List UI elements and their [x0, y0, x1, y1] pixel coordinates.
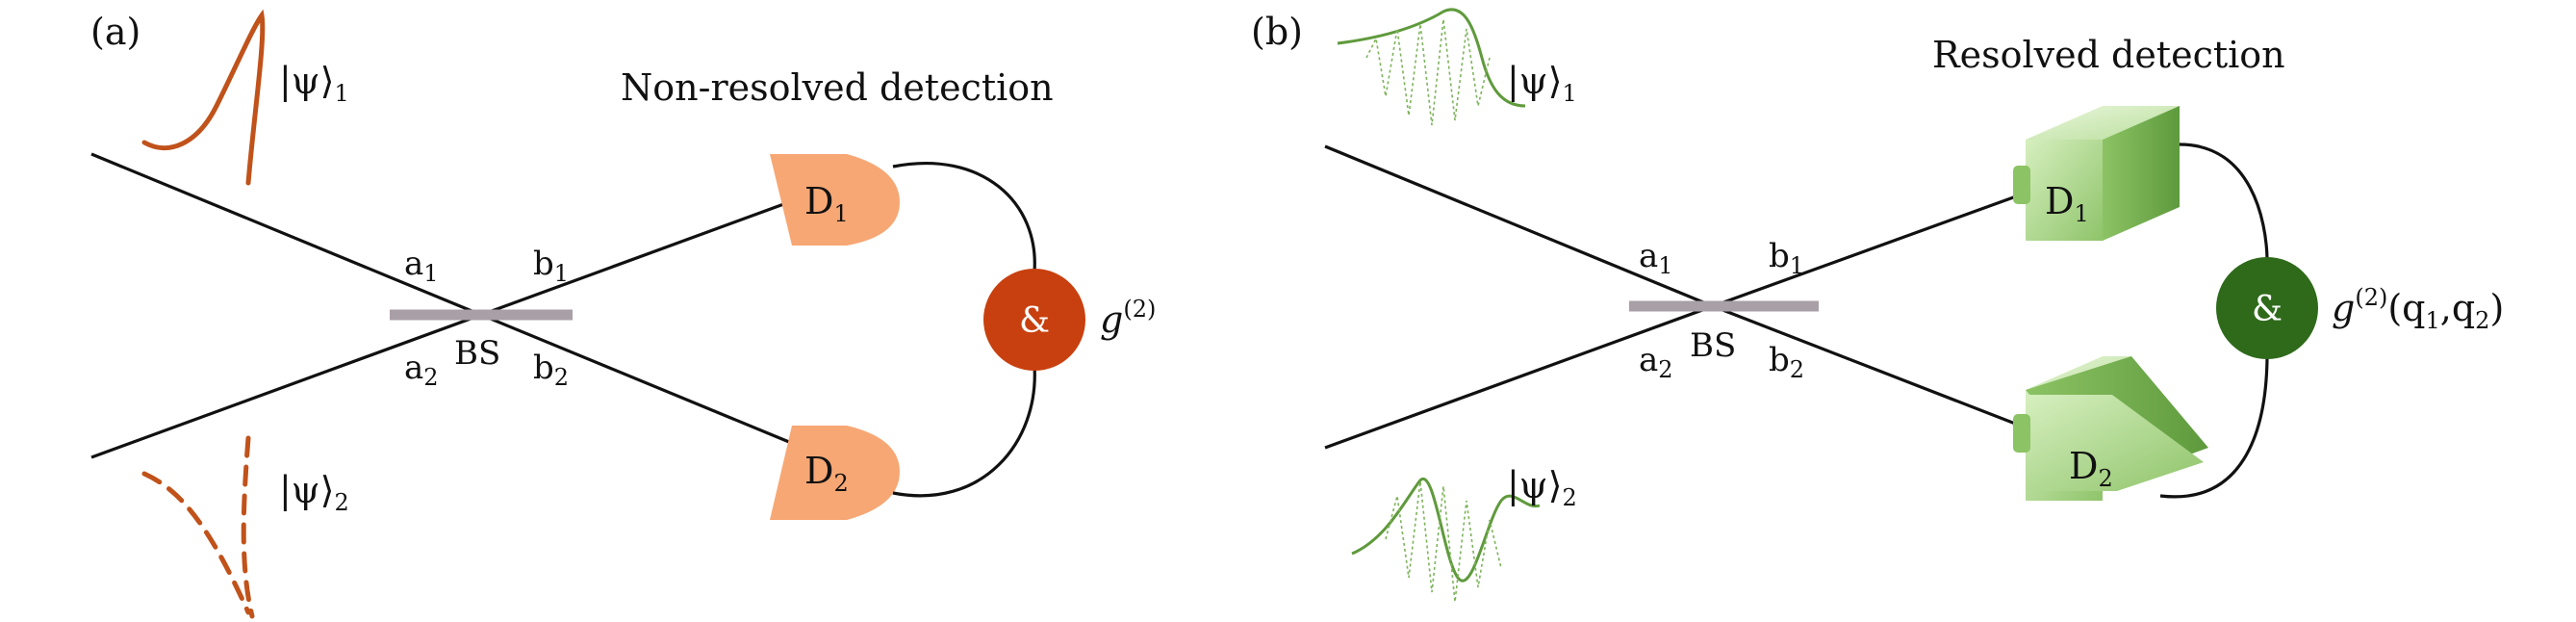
detector-2-b: D2	[2013, 356, 2208, 501]
cable-2	[892, 365, 1036, 498]
correlation-label-b: g(2)(q1,q2)	[2332, 284, 2504, 334]
cable-1-b	[2179, 143, 2269, 259]
wavepacket-1-icon	[1337, 8, 1526, 126]
detector-1-b: D1	[2013, 106, 2180, 241]
detector-2-label-b: D2	[2069, 445, 2113, 492]
panel-b-tag: (b)	[1251, 11, 1303, 53]
port-a2-label: a2	[404, 349, 439, 391]
port-b2-label: b2	[533, 349, 569, 391]
panel-a-title: Non-resolved detection	[621, 66, 1054, 109]
port-b1-label-b: b1	[1769, 237, 1804, 279]
detector-1-label-b: D1	[2045, 180, 2089, 227]
cable-1	[892, 161, 1036, 272]
correlation-label: g(2)	[1100, 296, 1156, 341]
camera-1-icon	[2013, 106, 2180, 241]
pulse-2-icon	[141, 435, 255, 619]
beam-splitter-label: BS	[454, 334, 500, 373]
detector-1: D1	[770, 154, 900, 246]
camera-2-icon	[2013, 356, 2208, 501]
beam-splitter-label-b: BS	[1690, 326, 1736, 365]
cable-2-b	[2159, 357, 2269, 499]
coincidence-unit-b: &	[2216, 257, 2318, 359]
coincidence-symbol-b: &	[2252, 290, 2283, 329]
detector-2: D2	[770, 426, 900, 520]
coincidence-unit: &	[983, 269, 1085, 371]
port-b1-label: b1	[533, 245, 569, 287]
port-a2-label-b: a2	[1639, 341, 1673, 383]
state-1-label-b: |ψ⟩1	[1507, 60, 1577, 107]
detector-2-label: D2	[804, 450, 849, 497]
state-1-label: |ψ⟩1	[279, 60, 349, 107]
panel-a-tag: (a)	[90, 11, 140, 53]
detector-1-icon	[770, 154, 900, 246]
port-a1-label: a1	[404, 245, 439, 287]
detector-1-label: D1	[804, 180, 849, 227]
panel-a: (a) Non-resolved detection |ψ⟩1 |ψ⟩2 a1 …	[90, 9, 1156, 619]
coincidence-symbol: &	[1019, 301, 1050, 341]
state-2-label-b: |ψ⟩2	[1507, 464, 1577, 511]
detector-2-icon	[770, 426, 900, 520]
panel-b-title: Resolved detection	[1932, 34, 2285, 76]
panel-b: (b) Resolved detection |ψ⟩1 |ψ⟩2 a1 a2 b…	[1251, 8, 2504, 603]
port-a1-label-b: a1	[1639, 237, 1673, 279]
wavepacket-2-icon	[1351, 477, 1541, 603]
port-b2-label-b: b2	[1769, 341, 1804, 383]
state-2-label: |ψ⟩2	[279, 469, 349, 516]
beam-paths-b	[1324, 144, 2041, 450]
beam-paths	[90, 152, 790, 459]
pulse-1-icon	[141, 9, 266, 186]
